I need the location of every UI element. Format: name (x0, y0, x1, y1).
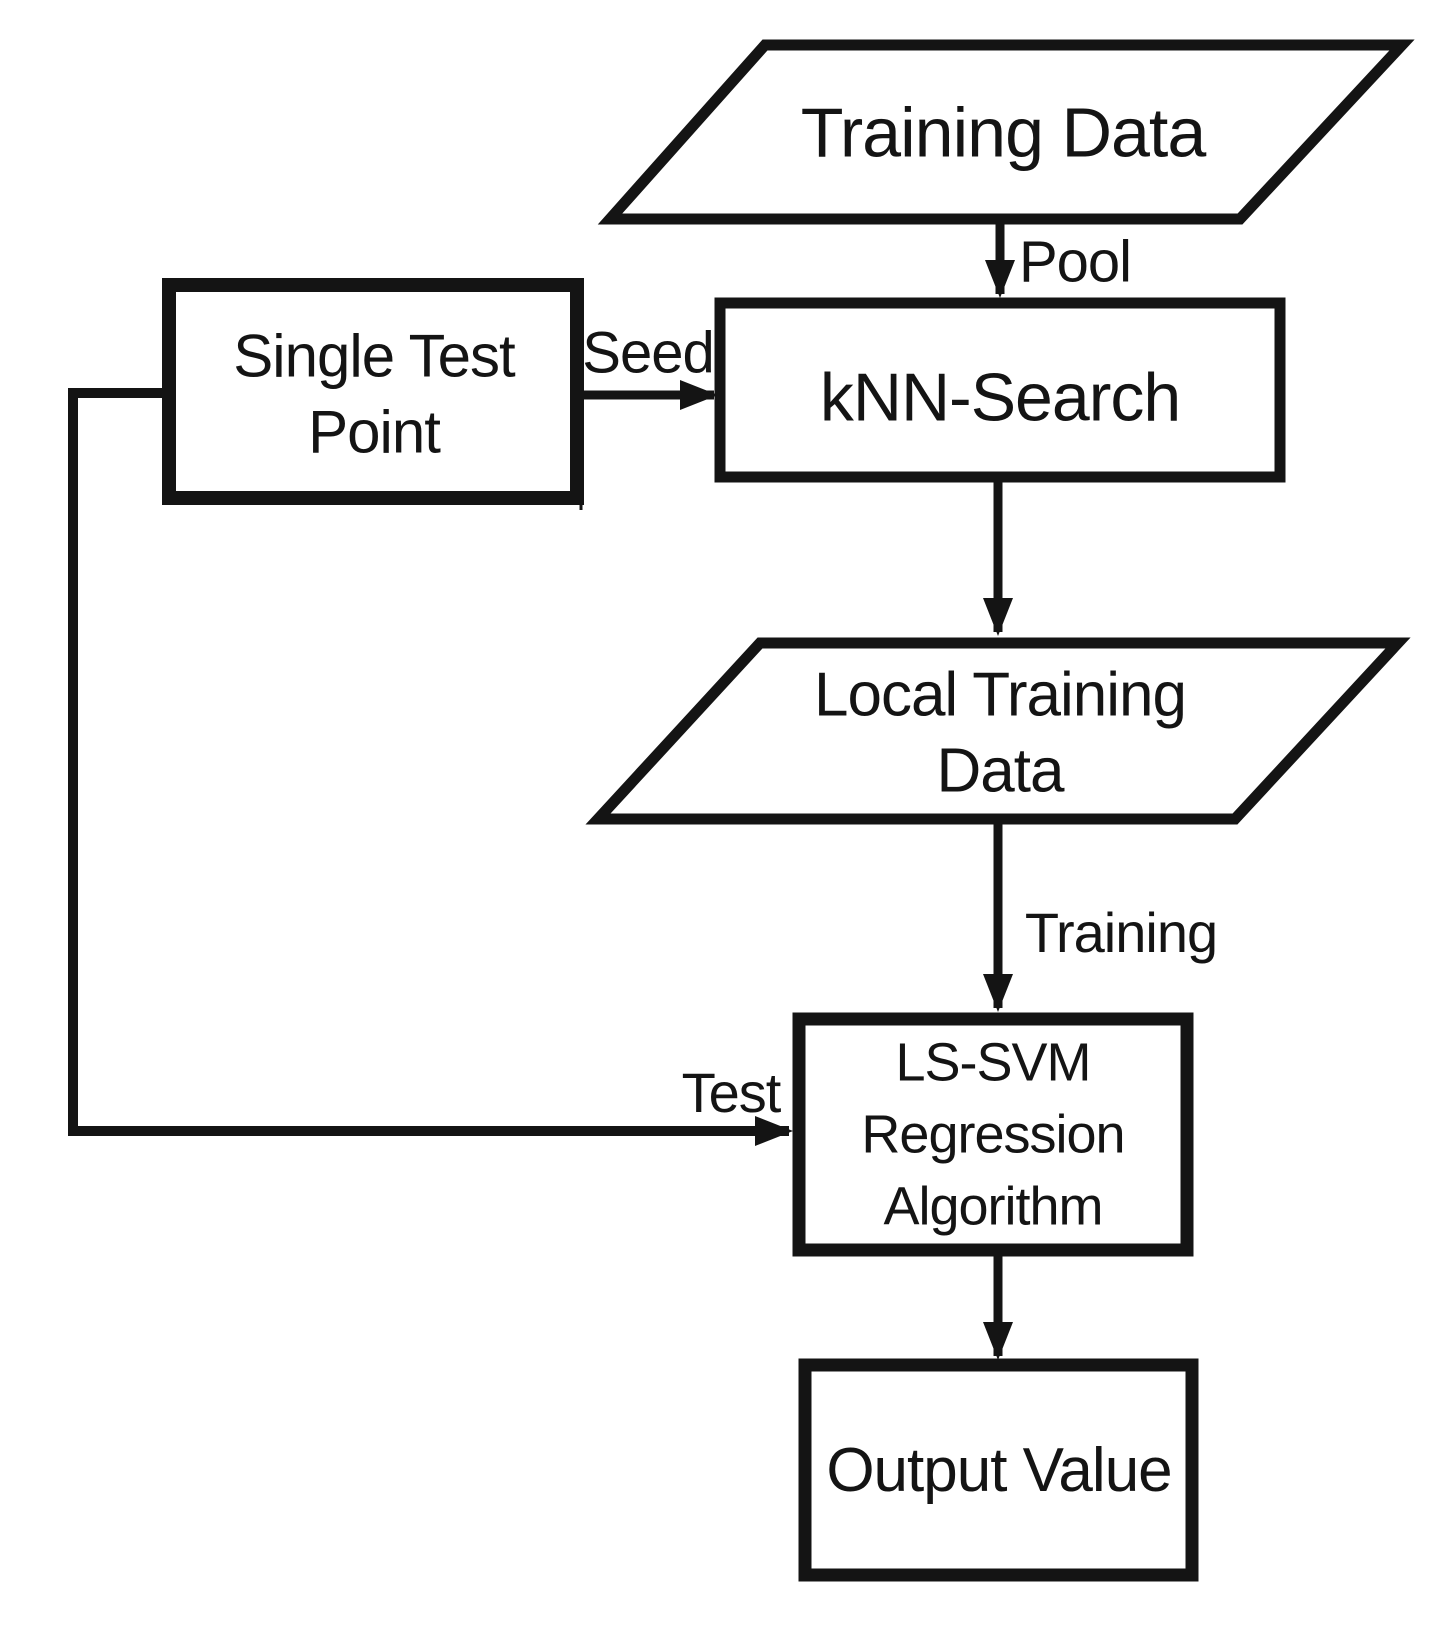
output-value-label: Output Value (826, 1436, 1172, 1506)
training-data-label: Training Data (800, 93, 1207, 172)
local-training-data-parallelogram (585, 637, 1411, 825)
local-training-data-label: Local Training Data (813, 660, 1187, 805)
seed-edge-label: Seed (582, 320, 714, 386)
training-data-parallelogram (597, 39, 1415, 225)
knn-search-label: kNN-Search (819, 359, 1181, 436)
pool-edge-label: Pool (1018, 229, 1132, 295)
test-edge-label: Test (681, 1060, 782, 1124)
knn-search-box (714, 297, 1286, 483)
training-edge-label: Training (1024, 900, 1218, 964)
output-value-box (798, 1358, 1199, 1582)
single-test-point-label: Single Test Point (233, 322, 515, 465)
ls-svm-label: LS-SVM Regression Algorithm (861, 1032, 1125, 1236)
ls-svm-box (792, 1012, 1194, 1257)
test-feedback-arrow (68, 388, 793, 1146)
